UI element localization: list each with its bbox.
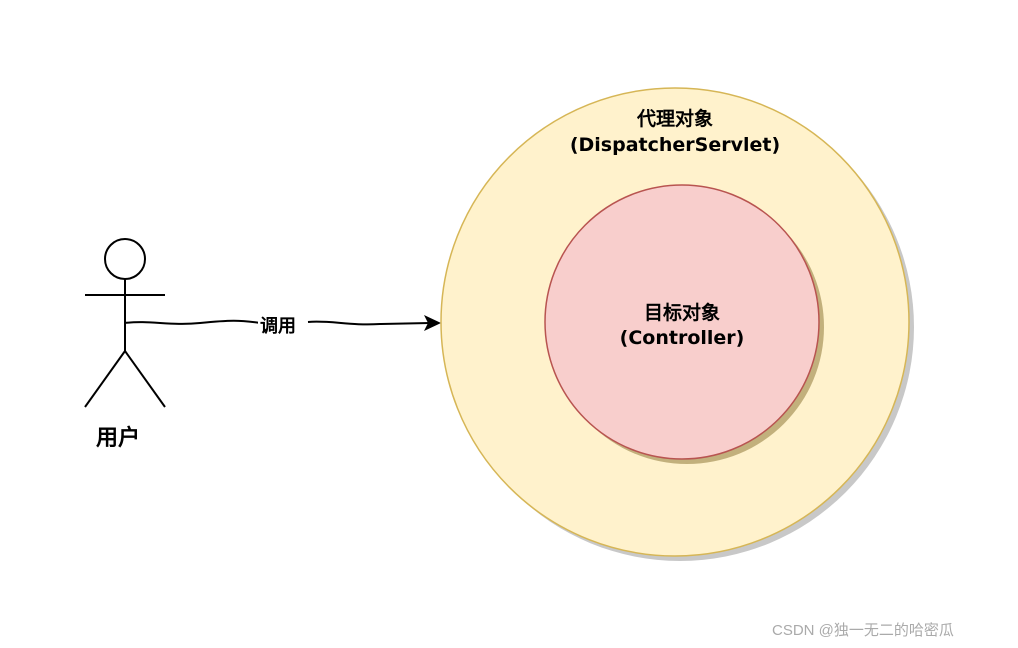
target-object-title: 目标对象	[643, 302, 720, 324]
arrow-head-icon	[424, 315, 441, 331]
call-arrow-line	[124, 319, 431, 326]
watermark: CSDN @独一无二的哈密瓜	[772, 622, 954, 639]
target-object-circle	[544, 184, 820, 460]
user-actor-icon	[84, 238, 166, 408]
edge-label: 调用	[258, 312, 298, 338]
proxy-object-title: 代理对象	[636, 108, 713, 130]
proxy-object-subtitle: (DispatcherServlet)	[569, 134, 781, 156]
actor-label: 用户	[96, 426, 141, 451]
target-object-subtitle: (Controller)	[619, 327, 745, 349]
